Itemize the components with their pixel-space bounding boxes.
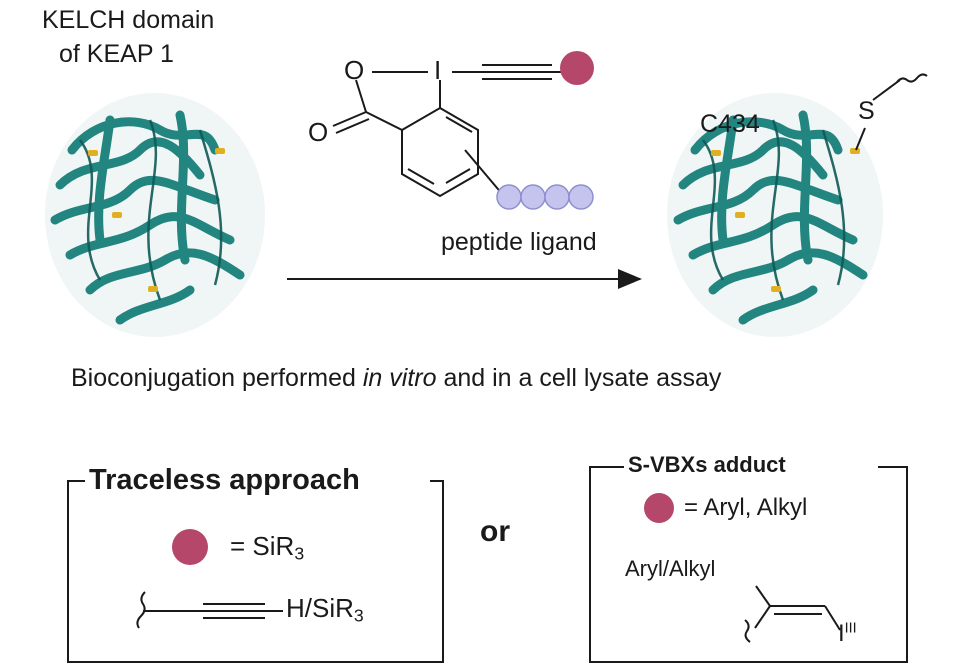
peptide-label: peptide ligand: [441, 228, 597, 256]
residue-label: C434: [700, 110, 760, 138]
svbx-substituent-label: Aryl/Alkyl: [625, 556, 716, 581]
svbx-substituent-circle: [644, 493, 674, 523]
traceless-substituent-circle: [172, 529, 208, 565]
atom-o-carbonyl: O: [308, 117, 329, 147]
svbx-iodine-text: I: [838, 620, 845, 647]
caption-suffix: and in a cell lysate assay: [436, 364, 722, 392]
svbx-iodine-label: IIII: [838, 620, 857, 648]
traceless-equation: = SiR3: [230, 531, 305, 564]
substituent-circle: [560, 51, 594, 85]
protein-left-icon: [45, 93, 265, 337]
or-label: or: [480, 515, 510, 548]
caption: Bioconjugation performed in vitro and in…: [71, 364, 721, 393]
vinyl-structure: [744, 585, 841, 643]
protein-right-icon: [667, 93, 883, 337]
traceless-title: Traceless approach: [85, 464, 364, 498]
traceless-alkyne: [136, 591, 283, 629]
traceless-alkyne-label: H/SiR3: [286, 593, 364, 626]
reagent-structure: [332, 64, 565, 198]
protein-title-line2: of KEAP 1: [59, 40, 174, 68]
traceless-box: [67, 480, 444, 663]
atom-sulfur: S: [858, 97, 875, 125]
traceless-alkyne-sub: 3: [353, 605, 364, 626]
traceless-eq-text: = SiR: [230, 531, 295, 561]
atom-o-ring: O: [344, 55, 365, 85]
svbx-equation: = Aryl, Alkyl: [684, 494, 808, 521]
svbx-box: [589, 466, 908, 663]
traceless-eq-sub: 3: [294, 543, 305, 564]
traceless-alkyne-text: H/SiR: [286, 593, 354, 623]
atom-iodine: I: [434, 55, 442, 85]
caption-italic: in vitro: [362, 364, 437, 392]
sulfur-linkage: [855, 73, 928, 151]
svbx-title: S-VBXs adduct: [624, 452, 790, 478]
peptide-beads: [496, 184, 594, 210]
svbx-iodine-sup: III: [844, 620, 857, 637]
caption-prefix: Bioconjugation performed: [71, 364, 363, 392]
protein-title-line1: KELCH domain: [42, 6, 215, 34]
